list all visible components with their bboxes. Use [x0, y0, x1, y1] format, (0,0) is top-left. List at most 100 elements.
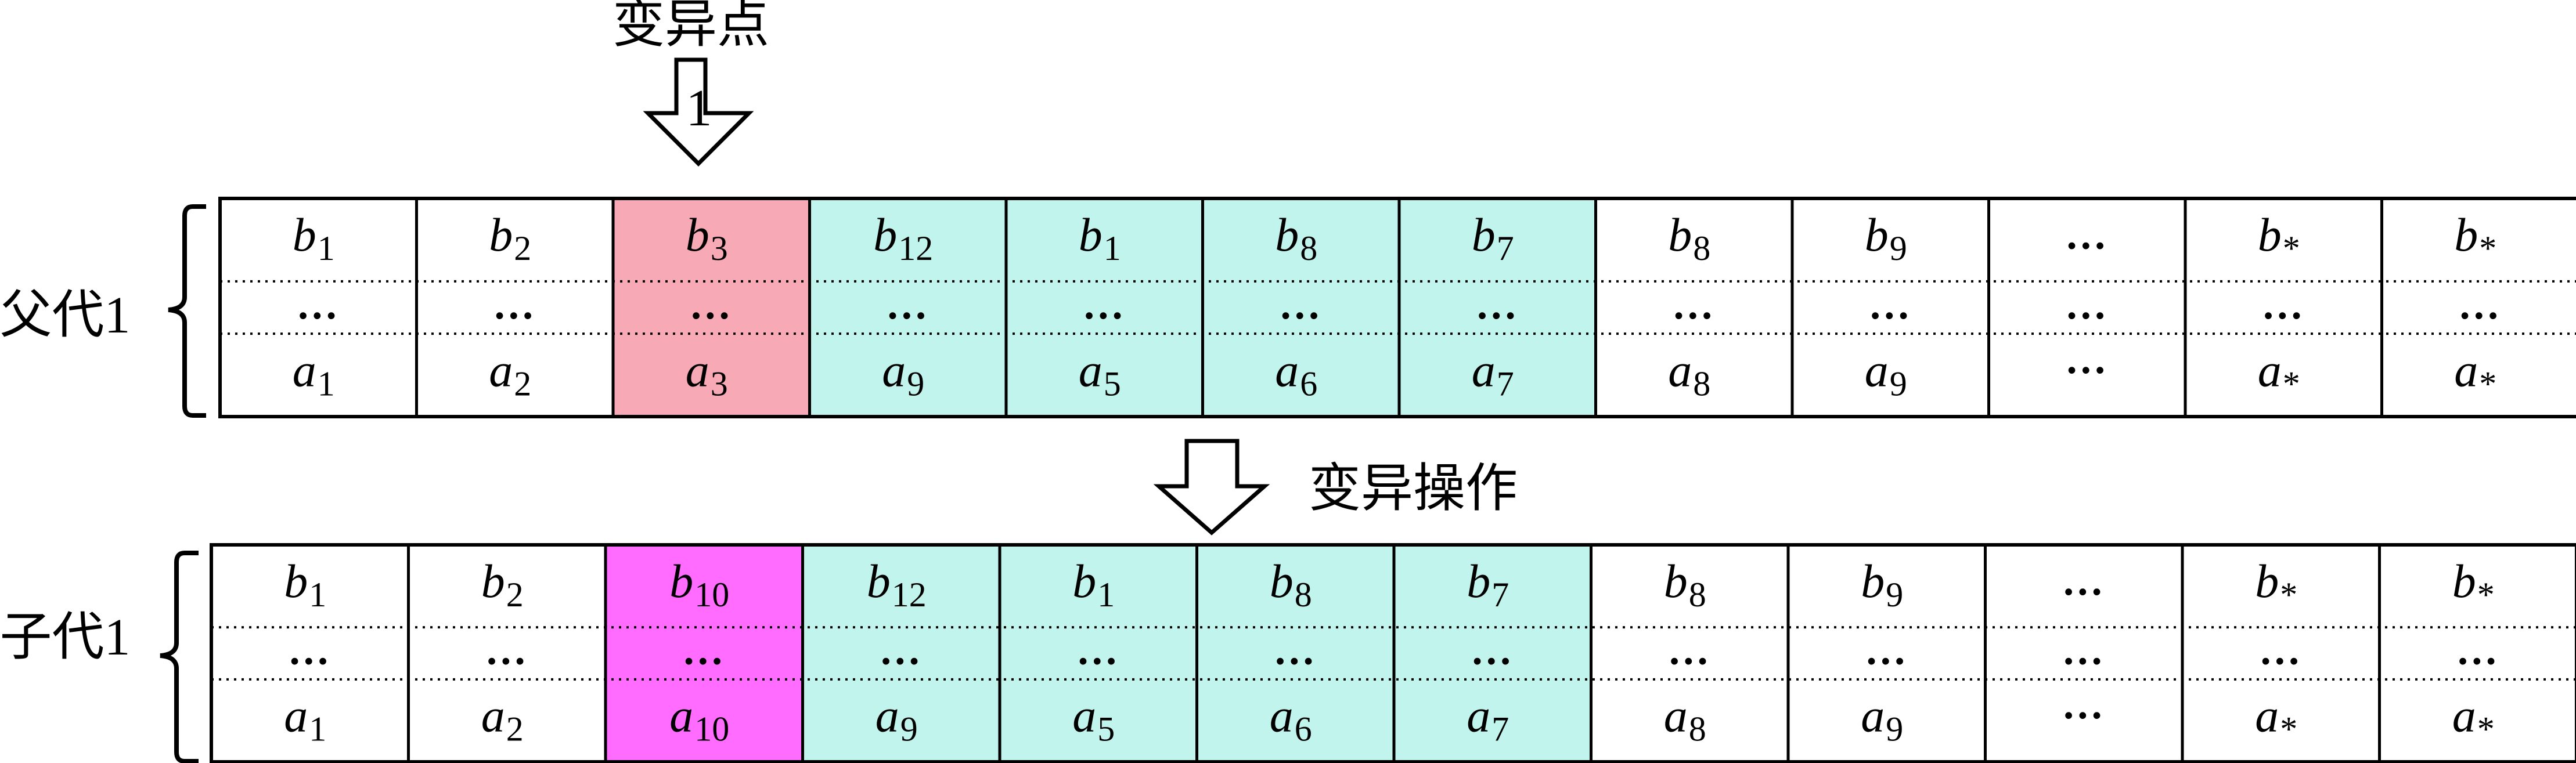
- child-cell-box: [407, 543, 607, 763]
- child-outline: [210, 543, 2576, 763]
- parent-top-gene: b9: [1865, 208, 1907, 267]
- child-bottom-gene: a5: [1072, 689, 1115, 748]
- parent-cell-box: [808, 197, 1008, 418]
- parent-outline: [218, 197, 2576, 418]
- parent-top-gene: b*: [2258, 208, 2300, 267]
- parent-top-gene: b8: [1668, 208, 1710, 267]
- parent-cell-ellipsis: …: [1475, 281, 1519, 328]
- child-chromosome: …b1a1…b2a2…b10a10…b12a9…b1a5…b8a6…b7a7…b…: [210, 543, 2576, 763]
- child-cell-box: [998, 543, 1198, 763]
- child-bottom-gene: a6: [1270, 689, 1312, 748]
- parent-cell-ellipsis: …: [1279, 281, 1323, 328]
- child-gene-cell: … b* a*: [2181, 543, 2381, 763]
- child-top-gene: b2: [481, 555, 524, 614]
- child-gene-cell: … b* a*: [2378, 543, 2576, 763]
- child-top-gene: b8: [1664, 555, 1706, 614]
- parent-top-gene: b8: [1275, 208, 1317, 267]
- parent-bottom-gene: a*: [2258, 343, 2300, 403]
- child-bottom-gene: a*: [2452, 689, 2495, 748]
- parent-top-gene: b1: [293, 208, 335, 267]
- child-cell-top-ellipsis: …: [2062, 558, 2106, 604]
- parent-top-gene: b*: [2454, 208, 2496, 267]
- child-cell-ellipsis: …: [1273, 627, 1317, 674]
- child-gene-cell: … b2 a2: [407, 543, 607, 763]
- child-cell-box: [1392, 543, 1593, 763]
- child-top-gene: b1: [1072, 555, 1115, 614]
- parent-cell-box: [2380, 197, 2576, 418]
- child-bottom-gene: a2: [481, 689, 524, 748]
- parent-label: 父代1: [0, 287, 131, 344]
- parent-gene-cell: … b3 a3: [611, 197, 811, 418]
- child-cell-box: [2378, 543, 2576, 763]
- parent-gene-cell: … b* a*: [2184, 197, 2383, 418]
- parent-bottom-gene: a1: [293, 343, 335, 403]
- child-gene-cell: … … …: [1984, 543, 2184, 763]
- parent-cell-ellipsis: …: [689, 281, 733, 328]
- child-cell-ellipsis: …: [288, 627, 332, 674]
- parent-cell-ellipsis: …: [1868, 281, 1912, 328]
- child-top-gene: b9: [1861, 555, 1903, 614]
- parent-cell-top-ellipsis: …: [2065, 211, 2109, 258]
- parent-cell-box: [1397, 197, 1597, 418]
- mutation-operation-label: 变异操作: [1309, 460, 1518, 518]
- parent-gene-cell: … b8 a8: [1594, 197, 1794, 418]
- child-top-gene: b*: [2255, 555, 2297, 614]
- child-bottom-gene: a9: [876, 689, 918, 748]
- child-bottom-gene: a9: [1861, 689, 1903, 748]
- child-cell-box: [210, 543, 410, 763]
- mutation-point-label: 变异点: [613, 0, 769, 53]
- child-cell-ellipsis: …: [682, 627, 726, 674]
- parent-cell-ellipsis: …: [1672, 281, 1716, 328]
- child-gene-cell: … b8 a6: [1195, 543, 1396, 763]
- parent-bottom-gene: a5: [1079, 343, 1121, 403]
- child-top-gene: b1: [284, 555, 326, 614]
- child-top-gene: b7: [1467, 555, 1509, 614]
- parent-top-gene: b7: [1472, 208, 1514, 267]
- child-label: 子代1: [0, 609, 131, 666]
- child-cell-bottom-ellipsis: …: [2062, 681, 2106, 728]
- child-cell-box: [1984, 543, 2184, 763]
- child-top-gene: b*: [2452, 555, 2495, 614]
- child-cell-ellipsis: …: [485, 627, 529, 674]
- parent-bottom-gene: a8: [1668, 343, 1710, 403]
- child-gene-cell: … b1 a1: [210, 543, 410, 763]
- parent-top-gene: b2: [489, 208, 531, 267]
- child-cell-ellipsis: …: [1865, 627, 1909, 674]
- mutation-operation-arrow-icon: [1153, 439, 1270, 536]
- parent-gene-cell: … b7 a7: [1397, 197, 1597, 418]
- child-cell-ellipsis: …: [2456, 627, 2500, 674]
- child-cell-box: [801, 543, 1001, 763]
- child-bottom-gene: a*: [2255, 689, 2297, 748]
- child-cell-ellipsis: …: [2062, 627, 2106, 674]
- parent-top-gene: b12: [873, 208, 933, 267]
- parent-cell-box: [2184, 197, 2383, 418]
- mutation-point-index: 1: [686, 79, 712, 137]
- child-bottom-gene: a1: [284, 689, 326, 748]
- parent-cell-bottom-ellipsis: …: [2065, 336, 2109, 382]
- child-cell-ellipsis: …: [1471, 627, 1515, 674]
- parent-bottom-gene: a7: [1472, 343, 1514, 403]
- parent-cell-ellipsis: …: [2261, 281, 2305, 328]
- child-brace-icon: [160, 551, 199, 763]
- child-gene-cell: … b10 a10: [604, 543, 804, 763]
- parent-cell-box: [1790, 197, 1990, 418]
- parent-gene-cell: …b*a*: [2380, 197, 2576, 418]
- child-bottom-gene: a10: [669, 689, 729, 748]
- parent-cell-ellipsis: …: [493, 281, 537, 328]
- child-cell-ellipsis: …: [2259, 627, 2303, 674]
- mutation-point-arrow-icon: [643, 57, 754, 167]
- parent-bottom-gene: a3: [686, 343, 728, 403]
- child-top-gene: b8: [1270, 555, 1312, 614]
- child-top-gene: b10: [669, 555, 729, 614]
- parent-bottom-gene: a9: [882, 343, 924, 403]
- parent-top-gene: b3: [686, 208, 728, 267]
- parent-top-gene: b1: [1079, 208, 1121, 267]
